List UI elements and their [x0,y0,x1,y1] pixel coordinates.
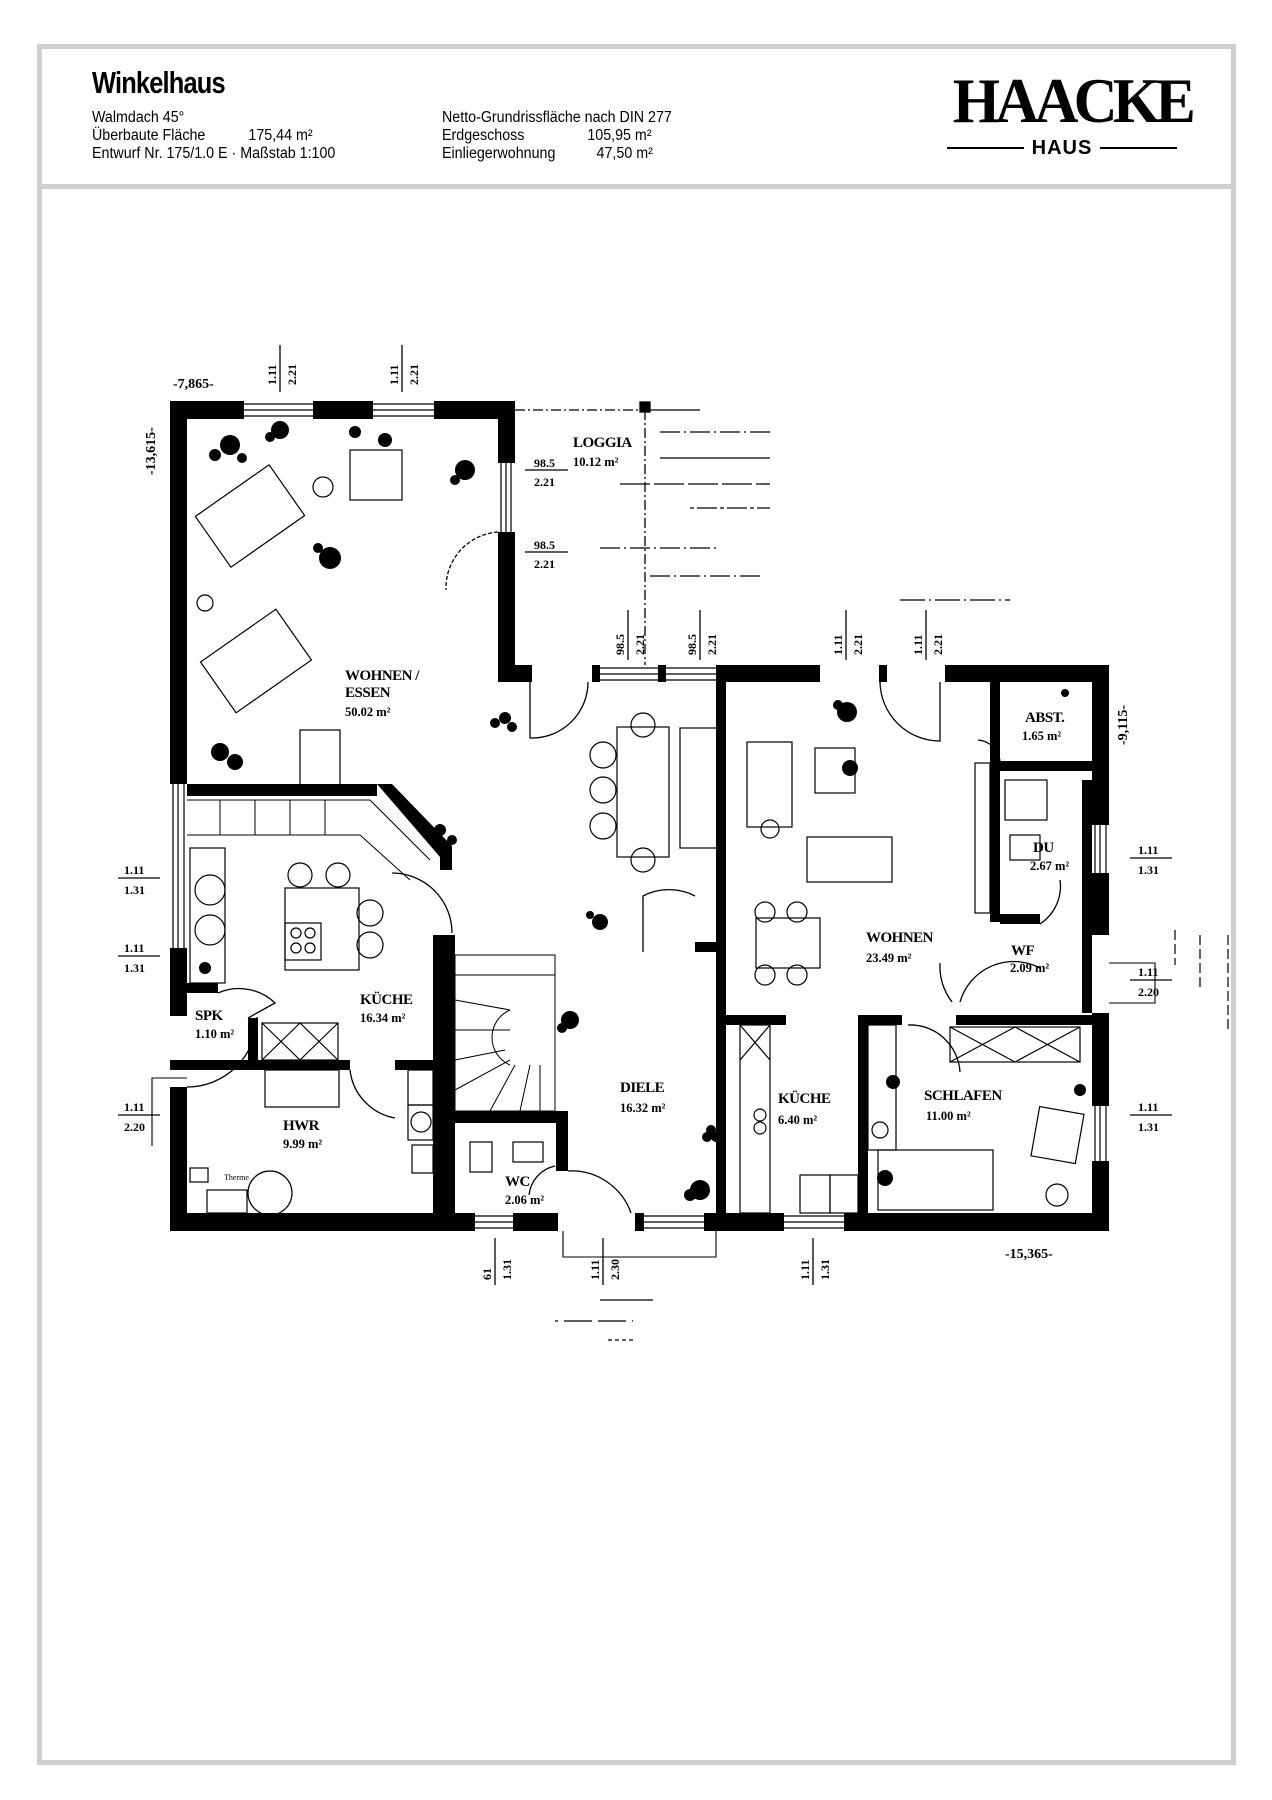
logo-rule-left [947,147,1024,149]
room-du-label: DU [1033,840,1054,856]
area-specs: Netto-Grundrissfläche nach DIN 277 Erdge… [442,109,672,163]
svg-text:98.5: 98.5 [534,456,555,470]
design-scale: Entwurf Nr. 175/1.0 E · Maßstab 1:100 [92,145,336,162]
logo-rule-right [1100,147,1178,149]
svg-text:2.30: 2.30 [608,1259,622,1280]
built-area: Überbaute Fläche 175,44 m² [92,127,313,144]
haacke-logo: HAACKE HAUS [947,65,1196,169]
elevation-bottom-right: -15,365- [1005,1247,1053,1262]
svg-text:1.11: 1.11 [911,635,925,655]
svg-text:1.11: 1.11 [387,365,401,385]
svg-text:1.11: 1.11 [831,635,845,655]
svg-text:98.5: 98.5 [613,634,627,655]
svg-text:1.31: 1.31 [124,883,145,897]
room-loggia-area: 10.12 m² [573,455,619,469]
interior-walls [170,682,1092,1213]
roof-type: Walmdach 45° [92,109,185,126]
room-spk-label: SPK [195,1008,224,1024]
svg-text:1.11: 1.11 [588,1260,602,1280]
room-schlafen-area: 11.00 m² [926,1109,971,1123]
svg-text:2.21: 2.21 [931,634,945,655]
svg-text:2.21: 2.21 [285,364,299,385]
svg-text:1.31: 1.31 [124,961,145,975]
svg-text:1.31: 1.31 [1138,863,1159,877]
svg-text:2.21: 2.21 [534,557,555,571]
svg-text:2.21: 2.21 [633,634,647,655]
svg-text:2.20: 2.20 [1138,985,1159,999]
room-schlafen-label: SCHLAFEN [924,1088,1002,1104]
room-wf-area: 2.09 m² [1010,961,1049,975]
room-hwr-area: 9.99 m² [283,1137,322,1151]
elevation-left: -13,615- [144,427,159,475]
svg-text:98.5: 98.5 [685,634,699,655]
room-labels: WOHNEN / ESSEN 50.02 m² LOGGIA 10.12 m² … [195,435,1069,1207]
svg-text:1.11: 1.11 [798,1260,812,1280]
svg-text:61: 61 [480,1268,494,1280]
net-area-heading: Netto-Grundrissfläche nach DIN 277 [442,109,672,126]
room-wf-label: WF [1011,943,1035,959]
house-title: Winkelhaus [92,65,226,100]
doors [186,531,1062,1214]
title-block: Winkelhaus Walmdach 45° Überbaute Fläche… [42,49,1231,189]
house-specs: Walmdach 45° Überbaute Fläche 175,44 m² … [92,109,335,163]
room-wohnen-essen-label: WOHNEN / [345,668,420,684]
svg-text:1.31: 1.31 [500,1259,514,1280]
dimension-lines [118,345,1172,1285]
room-wohnen-essen-label2: ESSEN [345,685,391,701]
room-spk-area: 1.10 m² [195,1027,234,1041]
elevation-markers: -7,865- -13,615- -9,115- -15,365- [144,377,1131,1262]
svg-text:2.21: 2.21 [534,475,555,489]
svg-text:1.11: 1.11 [124,863,144,877]
staircase [187,799,556,1112]
entry-steps [555,930,1229,1341]
svg-text:2.21: 2.21 [851,634,865,655]
svg-text:1.31: 1.31 [1138,1120,1159,1134]
room-loggia-label: LOGGIA [573,435,632,451]
room-kueche2-area: 6.40 m² [778,1113,817,1127]
granny-flat-area: Einliegerwohnung 47,50 m² [442,145,653,162]
room-diele-label: DIELE [620,1080,665,1096]
svg-text:2.20: 2.20 [124,1120,145,1134]
svg-text:1.11: 1.11 [1138,843,1158,857]
therme-label: Therme [224,1173,249,1182]
plants [199,421,1086,1201]
room-kueche2-label: KÜCHE [778,1090,831,1107]
room-wohnen-label: WOHNEN [866,930,934,946]
room-wohnen-essen-area: 50.02 m² [345,705,391,719]
room-kueche-label: KÜCHE [360,991,413,1008]
svg-text:98.5: 98.5 [534,538,555,552]
svg-text:1.11: 1.11 [265,365,279,385]
room-wohnen-area: 23.49 m² [866,951,912,965]
room-hwr-label: HWR [283,1118,320,1134]
exterior-walls [170,401,1109,1231]
logo-sub: HAUS [1031,136,1093,159]
ground-floor-area: Erdgeschoss 105,95 m² [442,127,652,144]
svg-text:2.21: 2.21 [705,634,719,655]
svg-text:1.11: 1.11 [1138,965,1158,979]
room-abst-label: ABST. [1025,710,1065,726]
svg-text:1.11: 1.11 [124,1100,144,1114]
room-diele-area: 16.32 m² [620,1101,666,1115]
windows [172,403,1107,1229]
dimension-brackets [151,962,1156,1258]
svg-text:1.31: 1.31 [818,1259,832,1280]
room-wc-area: 2.06 m² [505,1193,544,1207]
elevation-top-left: -7,865- [173,377,214,392]
room-wc-label: WC [505,1174,530,1190]
room-abst-area: 1.65 m² [1022,729,1061,743]
svg-text:2.21: 2.21 [407,364,421,385]
elevation-right: -9,115- [1116,705,1131,745]
logo-brand: HAACKE [952,65,1196,136]
room-kueche-area: 16.34 m² [360,1011,406,1025]
svg-text:1.11: 1.11 [1138,1100,1158,1114]
room-du-area: 2.67 m² [1030,859,1069,873]
svg-text:1.11: 1.11 [124,941,144,955]
plan-sheet: Winkelhaus Walmdach 45° Überbaute Fläche… [37,44,1236,1765]
loggia-outline [515,401,1010,665]
dimension-labels: 1.11 2.21 1.11 2.21 98.5 2.21 98.5 2.21 … [124,364,1159,1280]
furniture [189,449,1085,1216]
